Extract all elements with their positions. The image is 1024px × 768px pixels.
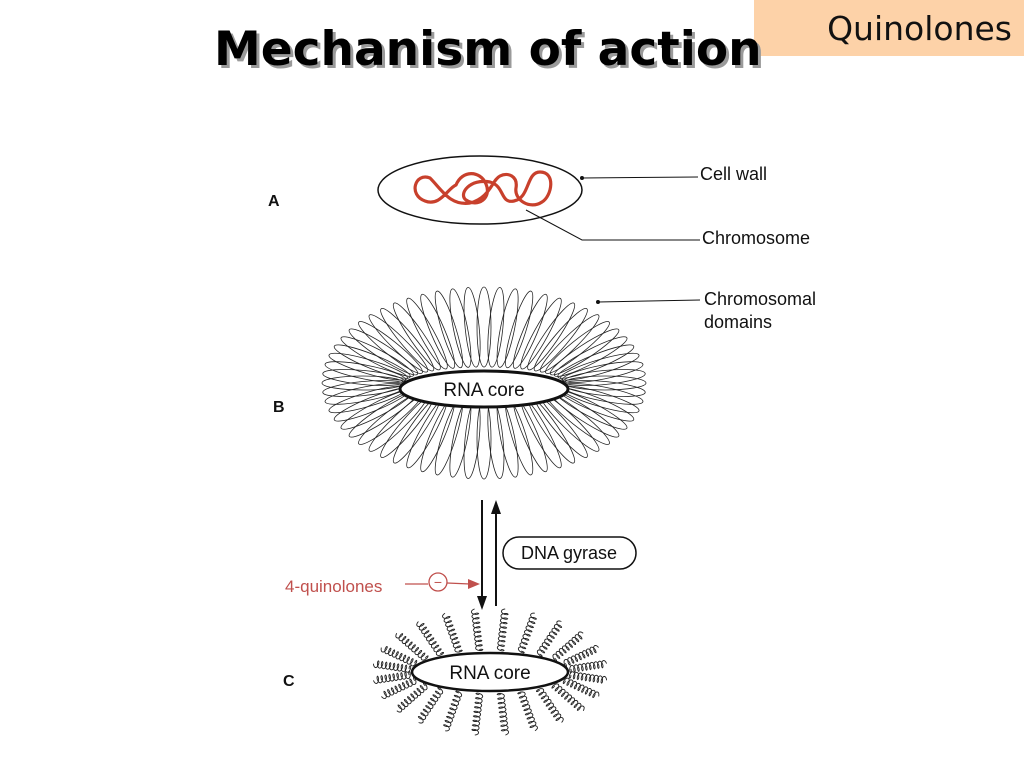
rna-core-c — [410, 651, 570, 693]
supercoil — [496, 693, 510, 736]
domains-leader — [597, 299, 701, 303]
chromosome-loop — [413, 170, 553, 207]
inhibition-sign: − — [434, 574, 442, 590]
panel-label-b: B — [273, 399, 285, 416]
domain-loop — [563, 380, 646, 397]
domain-loop — [348, 328, 419, 376]
supercoil — [552, 631, 584, 662]
cell-wall-leader — [581, 176, 699, 179]
domain-loop — [527, 302, 576, 371]
supercoil — [380, 645, 418, 667]
domain-loop — [557, 344, 635, 379]
supercoil — [551, 683, 585, 711]
supercoil — [372, 660, 412, 673]
supercoil — [536, 620, 563, 657]
supercoil — [471, 692, 484, 736]
supercoiled-domains — [372, 608, 608, 736]
rna-core-b — [398, 369, 570, 409]
chromosome-leader — [525, 209, 700, 241]
domain-loop — [533, 308, 588, 372]
domain-loop — [549, 328, 620, 376]
supercoil — [442, 690, 463, 732]
domain-loop — [476, 286, 492, 368]
domains-label-line2: domains — [704, 312, 772, 332]
supercoil — [381, 676, 417, 700]
equilibrium-arrows — [477, 500, 501, 610]
domain-loop — [392, 302, 441, 371]
domain-loop — [562, 361, 644, 383]
domain-loop — [406, 297, 448, 370]
domain-loop — [322, 369, 405, 386]
domain-loop — [463, 287, 481, 368]
domain-loop — [463, 398, 481, 479]
domain-loop — [449, 398, 472, 478]
topic-tag: Quinolones — [754, 0, 1024, 56]
supercoil — [395, 633, 429, 661]
supercoil — [372, 670, 411, 684]
supercoil — [496, 608, 509, 652]
domain-loop — [496, 398, 519, 478]
slide-title: Mechanism of action — [214, 22, 762, 77]
supercoil — [569, 660, 608, 674]
supercoil — [396, 682, 428, 713]
supercoil — [417, 687, 444, 724]
domain-loop — [496, 288, 519, 368]
supercoil — [568, 671, 608, 684]
inhibition-arrowhead — [468, 579, 480, 589]
supercoil — [416, 621, 445, 656]
domain-loop — [539, 314, 600, 373]
dna-gyrase-box — [502, 536, 637, 570]
panel-label-a: A — [268, 193, 280, 210]
quinolones-label: 4-quinolones — [285, 577, 382, 596]
chromosome-label: Chromosome — [702, 228, 810, 248]
domain-loop — [560, 352, 640, 381]
domain-loop — [563, 375, 647, 391]
domain-loop — [563, 369, 646, 386]
domain-loop — [420, 293, 456, 369]
domain-loop — [368, 314, 429, 373]
panel-label-c: C — [283, 673, 295, 690]
cell-wall-label: Cell wall — [700, 164, 767, 184]
supercoil — [517, 612, 538, 654]
domain-loop — [553, 336, 628, 377]
domain-loop — [358, 321, 423, 374]
cell-wall-outline — [377, 155, 583, 225]
domain-loop — [487, 398, 505, 479]
rna-core-c-label: RNA core — [449, 663, 530, 684]
domain-loop — [322, 380, 405, 397]
domain-loop — [380, 308, 435, 372]
domain-loop — [434, 290, 463, 369]
supercoil — [563, 644, 599, 668]
domains-label-line1: Chromosomal — [704, 289, 816, 309]
domain-loop — [512, 293, 548, 369]
domain-loop — [333, 344, 411, 379]
domain-loop — [505, 290, 534, 369]
domain-loop — [520, 297, 562, 370]
rna-core-b-label: RNA core — [443, 380, 524, 401]
inhibition-circle — [428, 572, 448, 592]
domain-loop — [340, 336, 415, 377]
supercoil — [562, 677, 600, 699]
domain-loop — [321, 375, 405, 391]
supercoil — [535, 688, 564, 723]
domain-loop — [449, 288, 472, 368]
supercoil — [517, 691, 538, 732]
domain-loop — [487, 287, 505, 368]
supercoil — [442, 612, 463, 653]
dna-gyrase-label: DNA gyrase — [521, 543, 617, 563]
chromosomal-domain-loops — [321, 286, 647, 480]
supercoil — [470, 608, 484, 651]
